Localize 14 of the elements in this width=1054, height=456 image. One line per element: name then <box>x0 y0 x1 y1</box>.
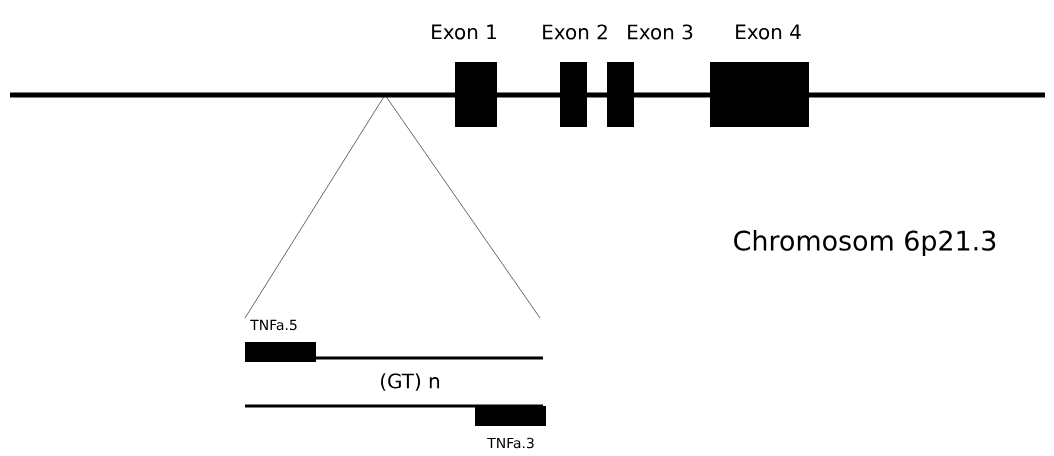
node-label: Exon 2 <box>543 24 607 40</box>
exon-box: Exon 1 <box>432 24 497 127</box>
chromosome-label: Chromosom 6p21.3 <box>734 230 996 256</box>
exon-box: Exon 4 <box>710 24 809 127</box>
node-label: TNFa.5 <box>250 319 297 331</box>
node-label: TNFa.3 <box>487 437 534 449</box>
primer-box: TNFa.5 <box>245 319 316 362</box>
exon-box: Exon 3 <box>607 24 693 127</box>
node-label: Exon 3 <box>628 24 693 40</box>
node-label: Exon 4 <box>736 24 801 40</box>
primer-box: TNFa.3 <box>475 406 546 449</box>
node-label: Exon 1 <box>432 24 496 40</box>
exon-box: Exon 2 <box>543 24 607 127</box>
repeat-label: (GT) n <box>381 373 439 391</box>
